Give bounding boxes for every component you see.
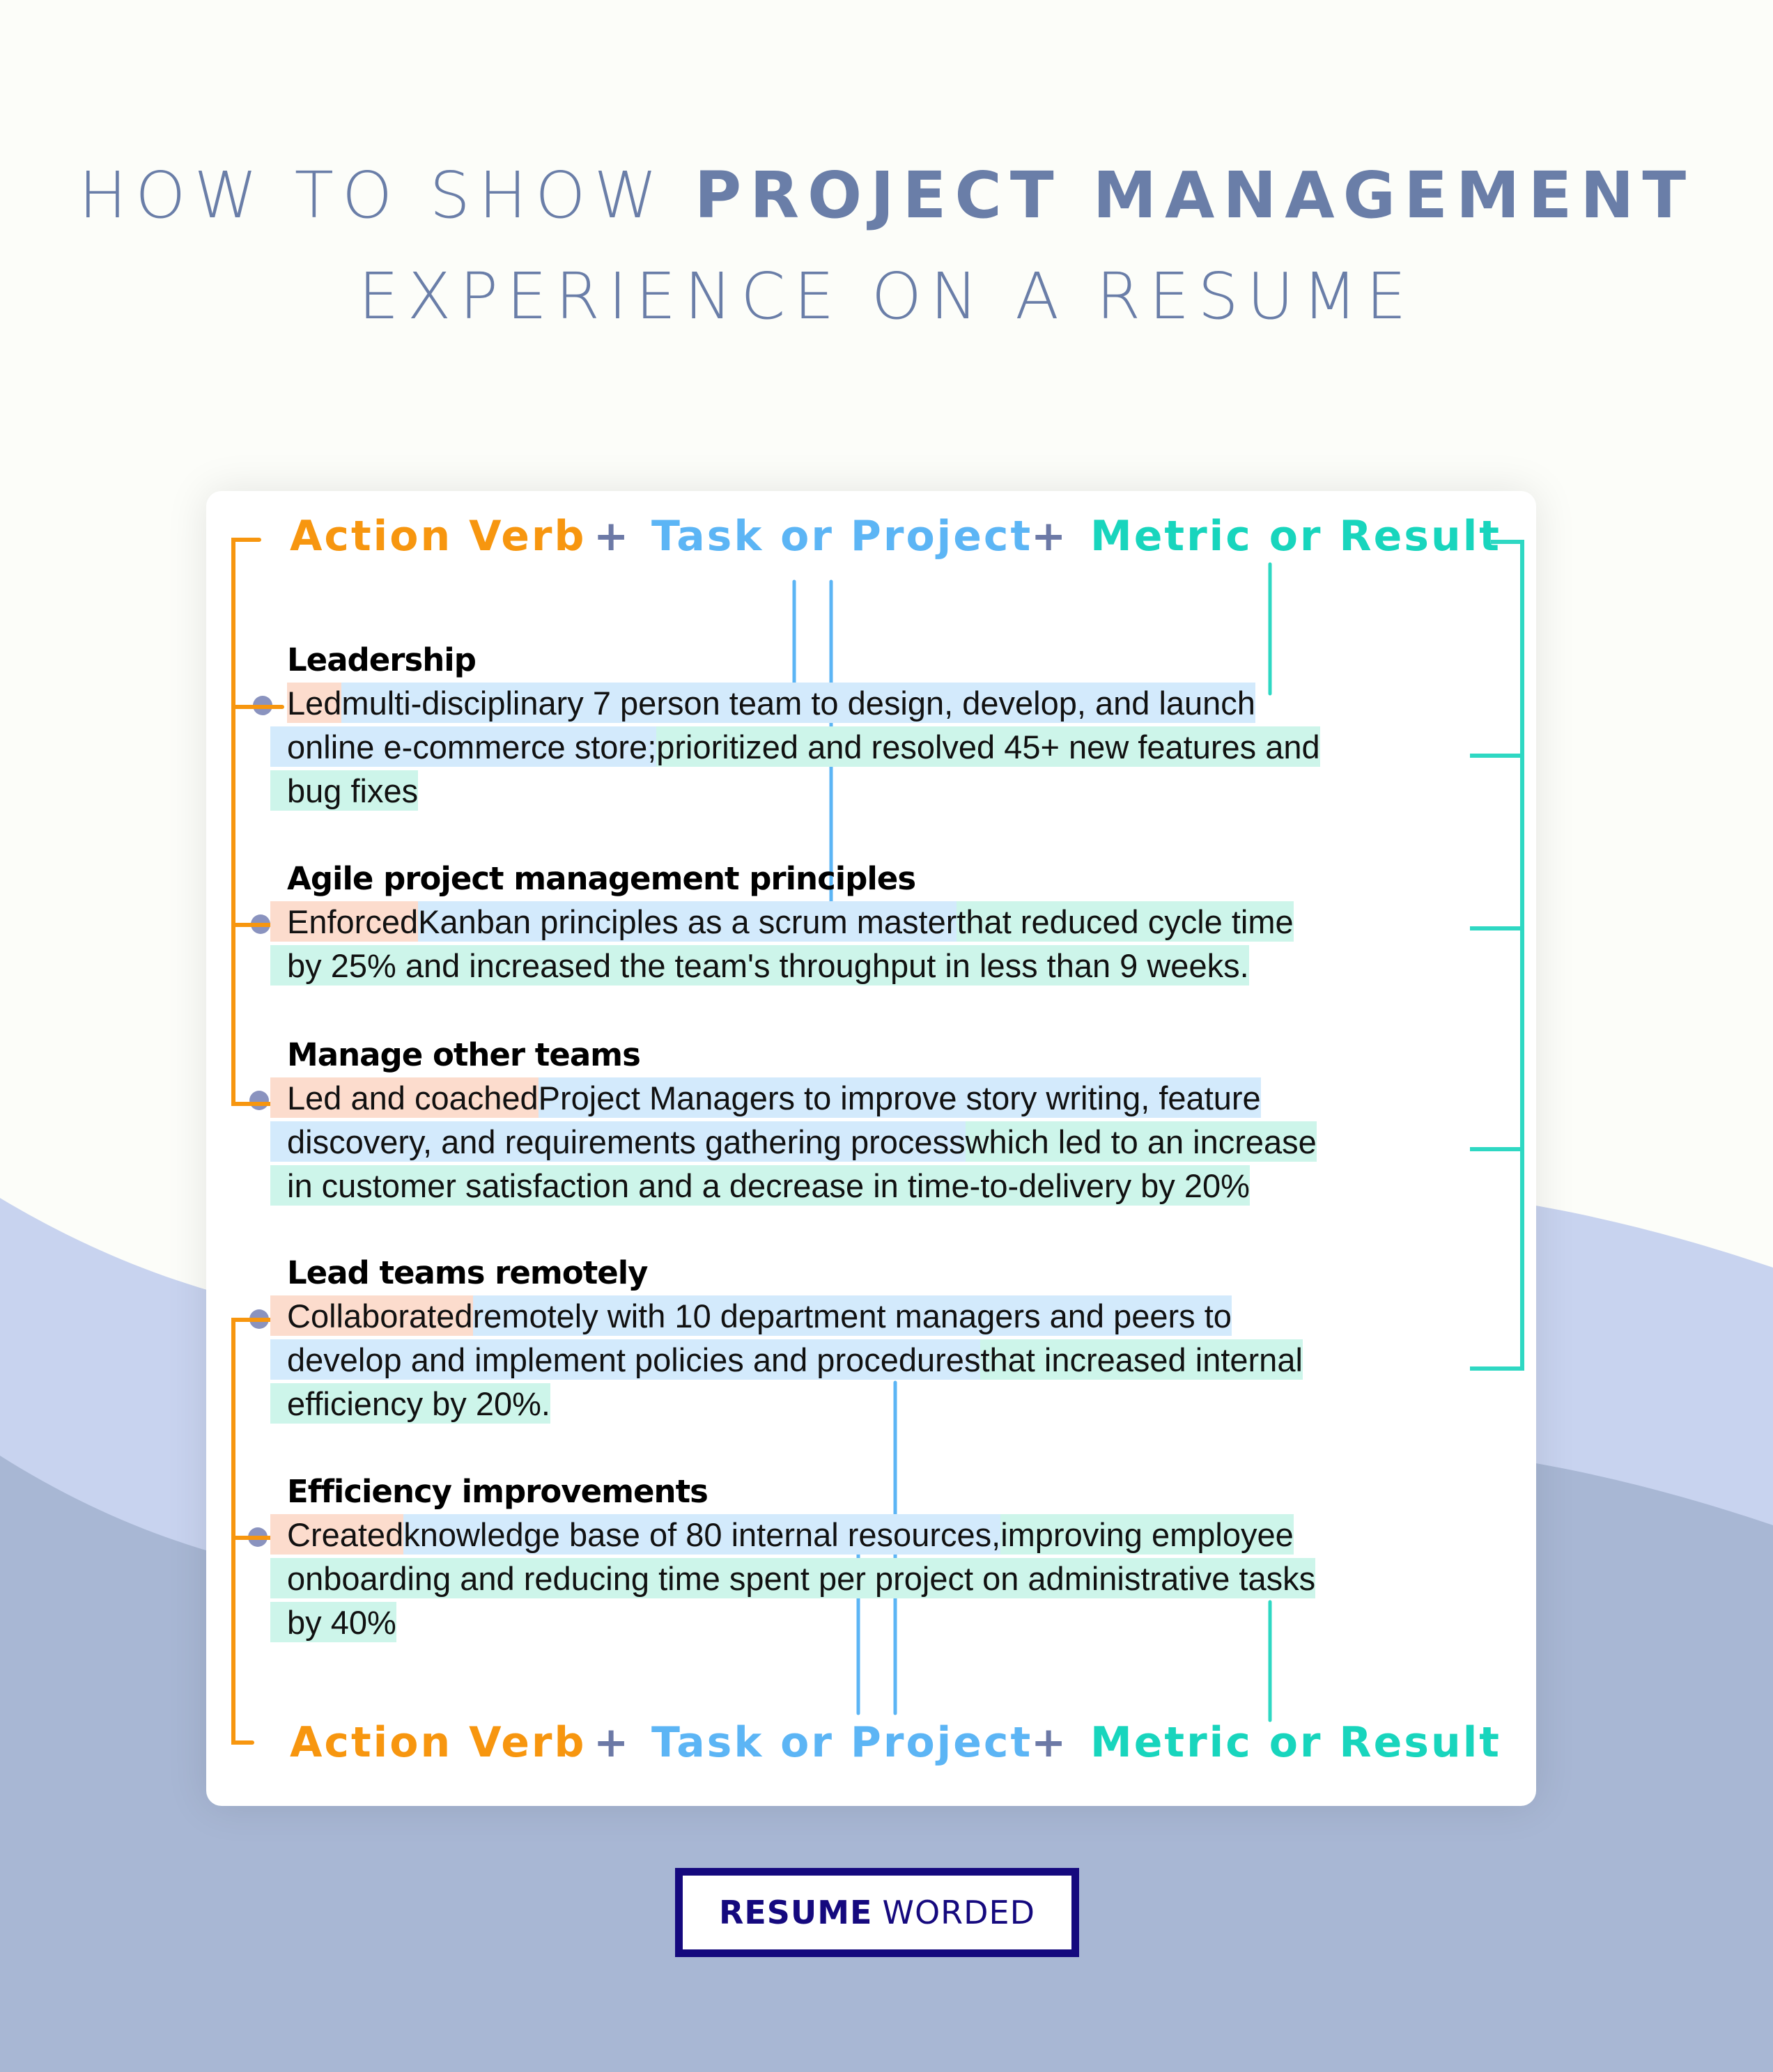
metric-highlight: by 25% and increased the team's throughp… <box>270 945 1249 986</box>
legend-metric-or-result: Metric or Result <box>1090 1718 1501 1767</box>
bullet-line: by 40% <box>270 1600 1482 1644</box>
bullet-line: Led multi-disciplinary 7 person team to … <box>270 681 1482 725</box>
plus-icon: + <box>594 512 631 561</box>
bullet-line: Led and coached Project Managers to impr… <box>270 1076 1482 1120</box>
task-highlight: develop and implement policies and proce… <box>270 1339 981 1380</box>
bullet-line: Enforced Kanban principles as a scrum ma… <box>270 900 1482 944</box>
task-highlight: Project Managers to improve story writin… <box>538 1077 1261 1118</box>
plus-icon: + <box>594 1718 631 1767</box>
task-highlight: Kanban principles as a scrum master <box>418 901 957 942</box>
bullet-line: bug fixes <box>270 769 1482 813</box>
entry-agile: Agile project management principles Enfo… <box>270 858 1482 988</box>
bullet-line: discovery, and requirements gathering pr… <box>270 1120 1482 1164</box>
entry-efficiency: Efficiency improvements Created knowledg… <box>270 1471 1482 1644</box>
metric-highlight: by 40% <box>270 1602 396 1642</box>
legend-action-verb: Action Verb <box>290 512 587 561</box>
action-verb-highlight: Led and coached <box>270 1077 539 1118</box>
title-prefix: HOW TO SHOW <box>78 158 695 233</box>
skill-heading: Manage other teams <box>287 1036 641 1073</box>
logo-regular: WORDED <box>882 1894 1036 1931</box>
entry-remote: Lead teams remotely Collaborated remotel… <box>270 1252 1482 1426</box>
bullet-line: onboarding and reducing time spent per p… <box>270 1557 1482 1600</box>
plus-icon: + <box>1031 1718 1069 1767</box>
page-title-line-2: EXPERIENCE ON A RESUME <box>358 259 1415 334</box>
action-verb-highlight: Created <box>270 1514 404 1555</box>
legend-task-or-project: Task or Project <box>651 512 1033 561</box>
legend-action-verb: Action Verb <box>290 1718 587 1767</box>
bullet-line: Collaborated remotely with 10 department… <box>270 1294 1482 1338</box>
bullet-line: Created knowledge base of 80 internal re… <box>270 1513 1482 1557</box>
bullet-line: in customer satisfaction and a decrease … <box>270 1164 1482 1208</box>
metric-highlight: that reduced cycle time <box>957 901 1294 942</box>
formula-legend-bottom: Action Verb + Task or Project + Metric o… <box>0 1718 1773 1774</box>
action-verb-highlight: Enforced <box>270 901 419 942</box>
action-verb-highlight: Collaborated <box>270 1295 473 1336</box>
entry-manage-teams: Manage other teams Led and coached Proje… <box>270 1034 1482 1208</box>
task-highlight: remotely with 10 department managers and… <box>472 1295 1232 1336</box>
metric-highlight: bug fixes <box>270 770 419 811</box>
bullet-line: efficiency by 20%. <box>270 1382 1482 1426</box>
skill-heading: Agile project management principles <box>287 860 916 897</box>
skill-heading: Leadership <box>287 641 477 678</box>
legend-metric-or-result: Metric or Result <box>1090 512 1501 561</box>
task-highlight: multi-disciplinary 7 person team to desi… <box>341 683 1255 723</box>
formula-legend-top: Action Verb + Task or Project + Metric o… <box>0 512 1773 568</box>
entry-leadership: Leadership Led multi-disciplinary 7 pers… <box>270 639 1482 813</box>
plus-icon: + <box>1031 512 1069 561</box>
page-title-line-1: HOW TO SHOW PROJECT MANAGEMENT <box>0 164 1773 228</box>
task-highlight: online e-commerce store; <box>270 726 657 767</box>
bullet-line: by 25% and increased the team's throughp… <box>270 944 1482 988</box>
metric-highlight: prioritized and resolved 45+ new feature… <box>656 726 1320 767</box>
bullet-line: online e-commerce store; prioritized and… <box>270 725 1482 769</box>
task-highlight: knowledge base of 80 internal resources, <box>403 1514 1001 1555</box>
metric-highlight: in customer satisfaction and a decrease … <box>270 1165 1250 1206</box>
metric-highlight: efficiency by 20%. <box>270 1383 550 1424</box>
skill-heading: Lead teams remotely <box>287 1254 648 1291</box>
task-highlight: discovery, and requirements gathering pr… <box>270 1121 966 1162</box>
legend-task-or-project: Task or Project <box>651 1718 1033 1767</box>
metric-highlight: that increased internal <box>980 1339 1303 1380</box>
resume-worded-logo[interactable]: RESUME WORDED <box>675 1868 1079 1957</box>
metric-highlight: which led to an increase <box>965 1121 1317 1162</box>
bullet-line: develop and implement policies and proce… <box>270 1338 1482 1382</box>
logo-bold: RESUME <box>718 1894 873 1931</box>
skill-heading: Efficiency improvements <box>287 1473 709 1510</box>
metric-highlight: improving employee <box>1000 1514 1294 1555</box>
title-bold: PROJECT MANAGEMENT <box>694 158 1695 233</box>
metric-highlight: onboarding and reducing time spent per p… <box>270 1558 1316 1598</box>
action-verb-highlight: Led <box>287 683 342 723</box>
